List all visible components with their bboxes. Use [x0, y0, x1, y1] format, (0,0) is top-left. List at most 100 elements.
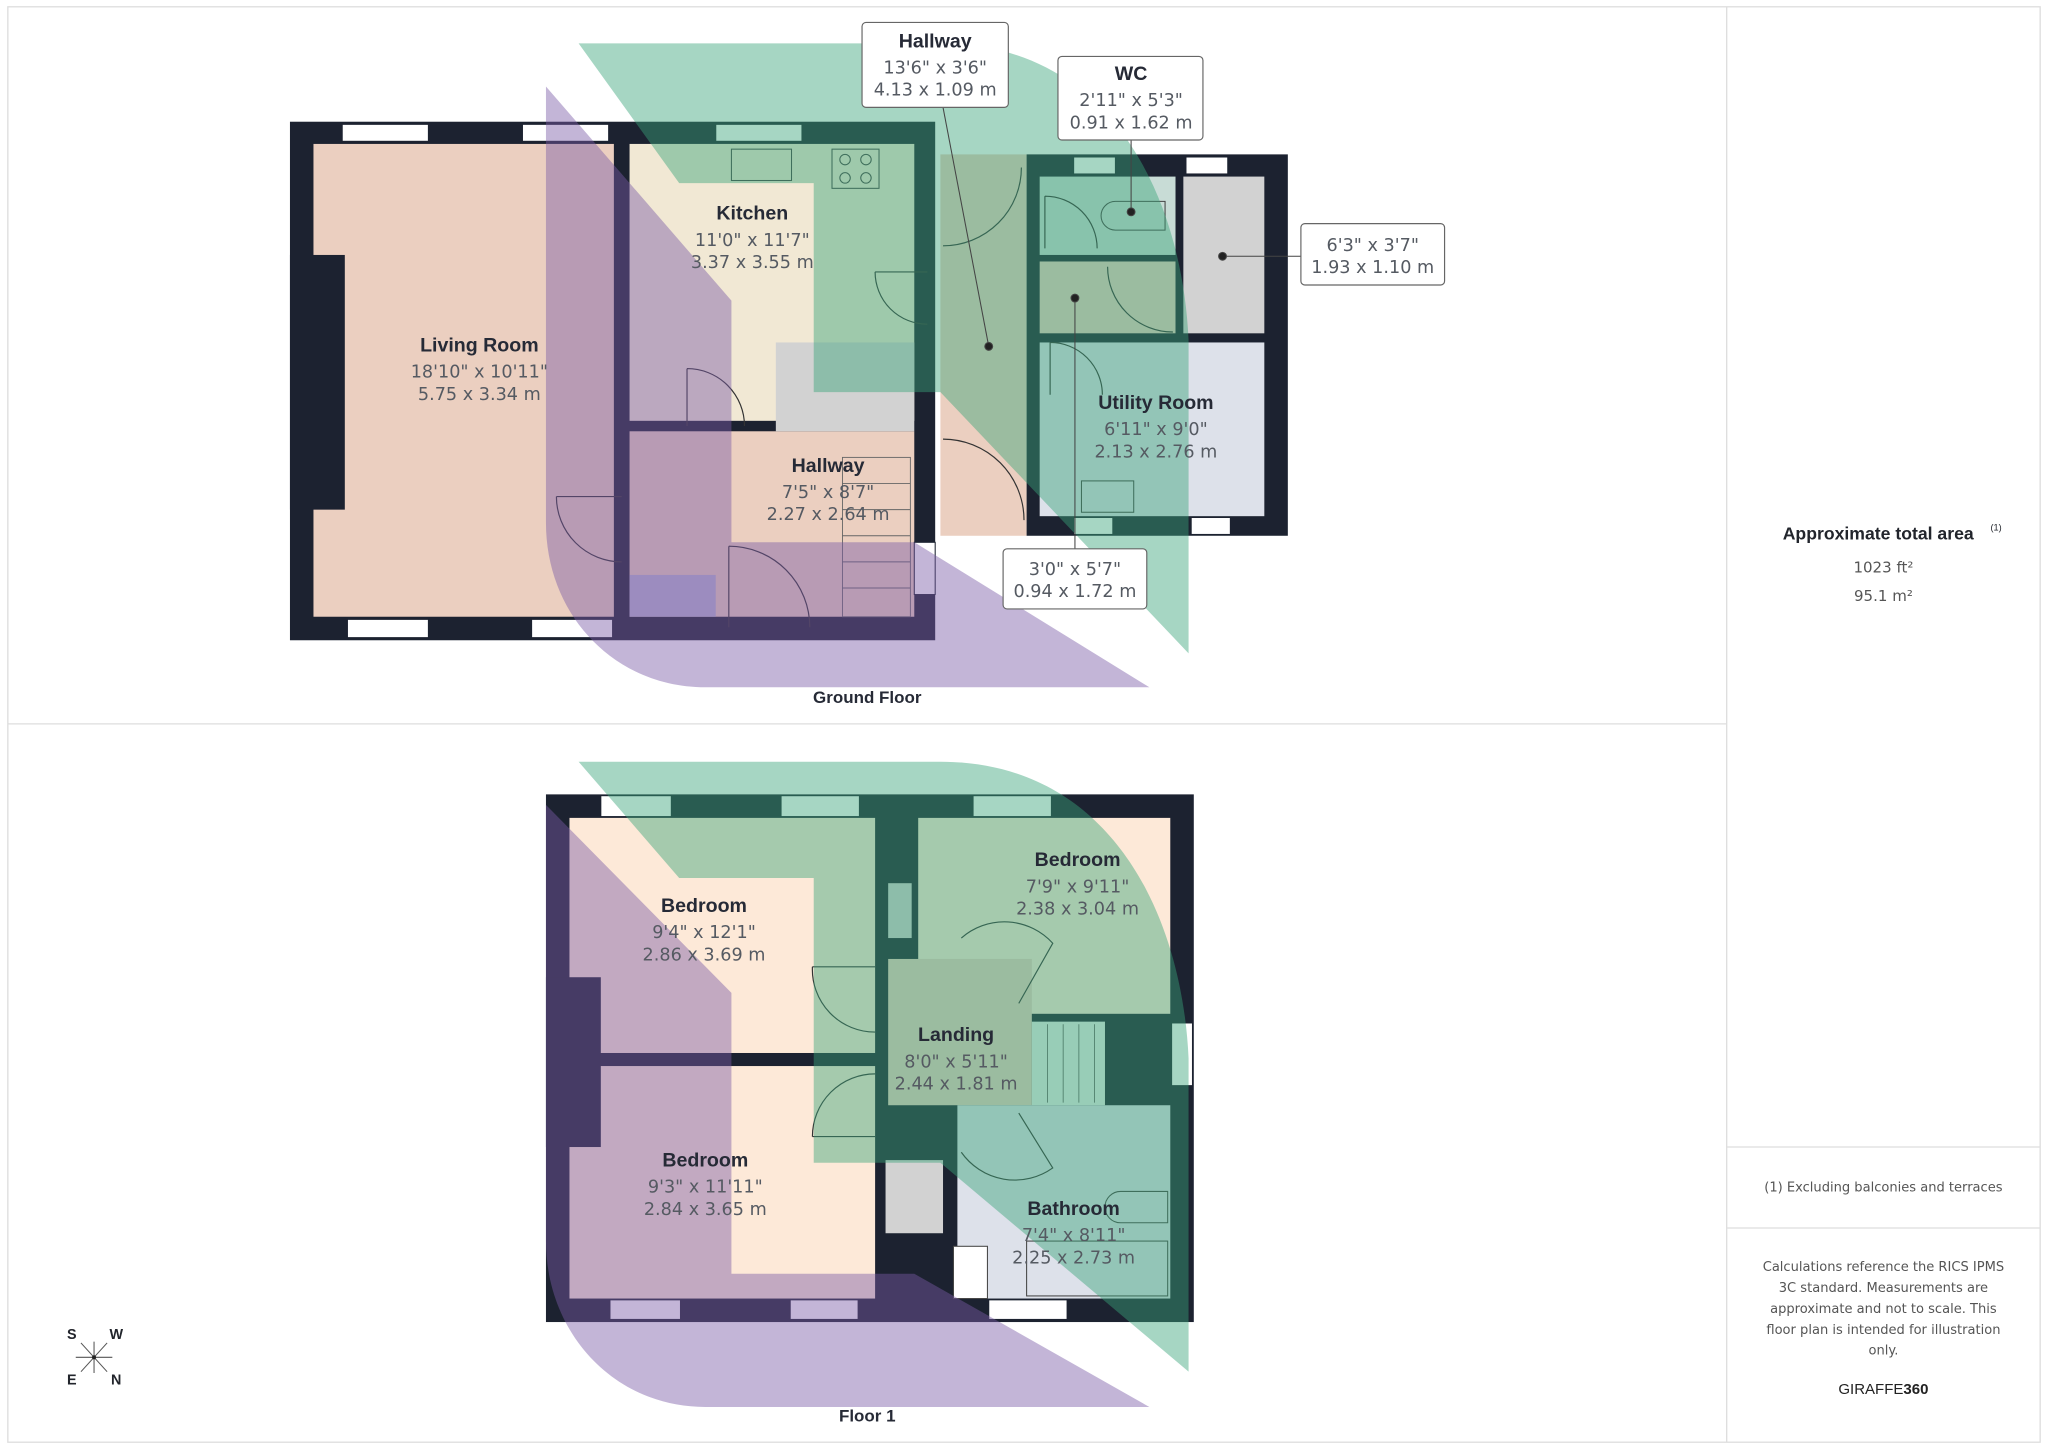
cupboard [888, 883, 912, 939]
cupboard [629, 574, 716, 617]
room-dim-metric: 0.91 x 1.62 m [1070, 113, 1193, 133]
toilet-icon [1100, 200, 1166, 231]
basin-icon [952, 1245, 988, 1300]
bedroom-2-door[interactable] [960, 921, 1054, 1004]
hob-icon [831, 148, 880, 189]
room-wc [1039, 176, 1176, 255]
room-dim-metric: 2.38 x 3.04 m [1016, 900, 1139, 920]
room-name: Bathroom [1027, 1198, 1119, 1220]
room-dim-imperial: 7'4" x 8'11" [1022, 1226, 1126, 1246]
room-bathroom [957, 1105, 1171, 1299]
area-m: 95.1 m² [1854, 587, 1913, 605]
area-title: Approximate total area [1783, 524, 1974, 544]
window [1073, 516, 1114, 535]
room-dim-imperial: 13'6" x 3'6" [883, 58, 987, 78]
compass-s: S [67, 1327, 77, 1343]
logo-overlay-purple [545, 804, 1150, 1407]
room-dim-imperial: 7'9" x 9'11" [1026, 877, 1130, 897]
room-name: Bedroom [1035, 849, 1121, 871]
window [913, 541, 936, 596]
window [1073, 156, 1116, 175]
window [780, 795, 860, 818]
logo-overlay-purple [545, 86, 1150, 688]
room-dim-metric: 2.27 x 2.64 m [767, 505, 890, 525]
room-name: Hallway [899, 30, 972, 52]
room-dim-metric: 2.44 x 1.81 m [895, 1075, 1018, 1095]
room-dim-imperial: 6'3" x 3'7" [1327, 236, 1419, 256]
room-dim-imperial: 9'4" x 12'1" [652, 923, 756, 943]
chimney-breast [545, 977, 601, 1148]
disclaimer-line: 3C standard. Measurements are [1779, 1281, 1988, 1296]
room-dim-metric: 2.86 x 3.69 m [643, 945, 766, 965]
hall-door[interactable] [943, 167, 1022, 247]
leader-lines [942, 107, 1301, 549]
callout-store [1300, 223, 1446, 286]
kitchen-rear-door[interactable] [874, 271, 928, 325]
bedroom-1-door[interactable] [811, 966, 876, 1033]
under-stairs-cupboard [775, 342, 915, 432]
room-dim-imperial: 9'3" x 11'11" [648, 1178, 763, 1198]
room-name: Hallway [792, 455, 865, 477]
window [346, 618, 429, 639]
kitchen-door[interactable] [686, 367, 746, 427]
floor-label: Floor 1 [839, 1406, 896, 1425]
room-dim-imperial: 6'11" x 9'0" [1104, 420, 1208, 440]
back-door[interactable] [943, 438, 1025, 521]
living-room-door[interactable] [555, 495, 622, 563]
window [341, 123, 429, 142]
area-title-note: (1) [1991, 523, 2002, 533]
room-dim-metric: 4.13 x 1.09 m [874, 81, 997, 101]
room-name: Kitchen [716, 203, 788, 225]
room-name: Utility Room [1098, 392, 1213, 414]
window [609, 1299, 682, 1320]
room-landing [888, 958, 1032, 1106]
bath-icon [1026, 1240, 1169, 1297]
room-dim-imperial: 3'0" x 5'7" [1029, 560, 1121, 580]
logo-overlay-green [578, 761, 1189, 1372]
toilet-icon [1104, 1190, 1169, 1224]
disclaimer-line: Calculations reference the RICS IPMS [1763, 1260, 2004, 1275]
cupboard [885, 1160, 944, 1234]
utility-door[interactable] [1049, 341, 1103, 395]
room-name: Bedroom [661, 895, 747, 917]
utility-sink-icon [1080, 480, 1135, 513]
room-name: WC [1115, 63, 1148, 85]
window [1185, 156, 1229, 175]
store-door[interactable] [1107, 266, 1173, 333]
floor-label: Ground Floor [813, 688, 922, 707]
window [1190, 516, 1231, 535]
room-dim-metric: 0.94 x 1.72 m [1013, 582, 1136, 602]
area-summary-panel: Approximate total area (1) 1023 ft² 95.1… [1763, 523, 2004, 1398]
bathroom-door[interactable] [960, 1112, 1054, 1181]
room-living-room [313, 143, 614, 617]
room-dim-metric: 1.93 x 1.10 m [1311, 258, 1434, 278]
room-utility [1039, 342, 1265, 517]
floor-1-plan: Bedroom 9'4" x 12'1" 2.86 x 3.69 m Bedro… [545, 761, 1194, 1425]
room-dim-metric: 2.13 x 2.76 m [1094, 442, 1217, 462]
room-dim-metric: 2.25 x 2.73 m [1012, 1248, 1135, 1268]
room-dim-metric: 2.84 x 3.65 m [644, 1200, 767, 1220]
stairs-floor1 [1031, 1021, 1105, 1106]
logo-overlay-green [578, 43, 1189, 654]
front-door[interactable] [728, 545, 811, 628]
brand-b: 360 [1903, 1381, 1928, 1398]
room-name: Bedroom [662, 1150, 748, 1172]
disclaimer-line: only. [1868, 1344, 1898, 1359]
room-bedroom-1 [569, 817, 876, 1053]
compass-e: E [67, 1373, 77, 1389]
room-name: Living Room [420, 335, 539, 357]
window [531, 618, 614, 639]
wc-door[interactable] [1044, 195, 1098, 249]
stairs [841, 456, 911, 618]
room-dim-imperial: 7'5" x 8'7" [782, 483, 874, 503]
room-bedroom-3 [569, 1066, 876, 1299]
window [600, 795, 672, 818]
window [972, 795, 1052, 818]
room-dim-metric: 3.37 x 3.55 m [691, 253, 814, 273]
sink-icon [730, 148, 793, 182]
window [1171, 1022, 1194, 1087]
bedroom-3-door[interactable] [811, 1073, 876, 1138]
compass-w: W [109, 1327, 123, 1343]
room-dim-imperial: 11'0" x 11'7" [695, 231, 810, 251]
